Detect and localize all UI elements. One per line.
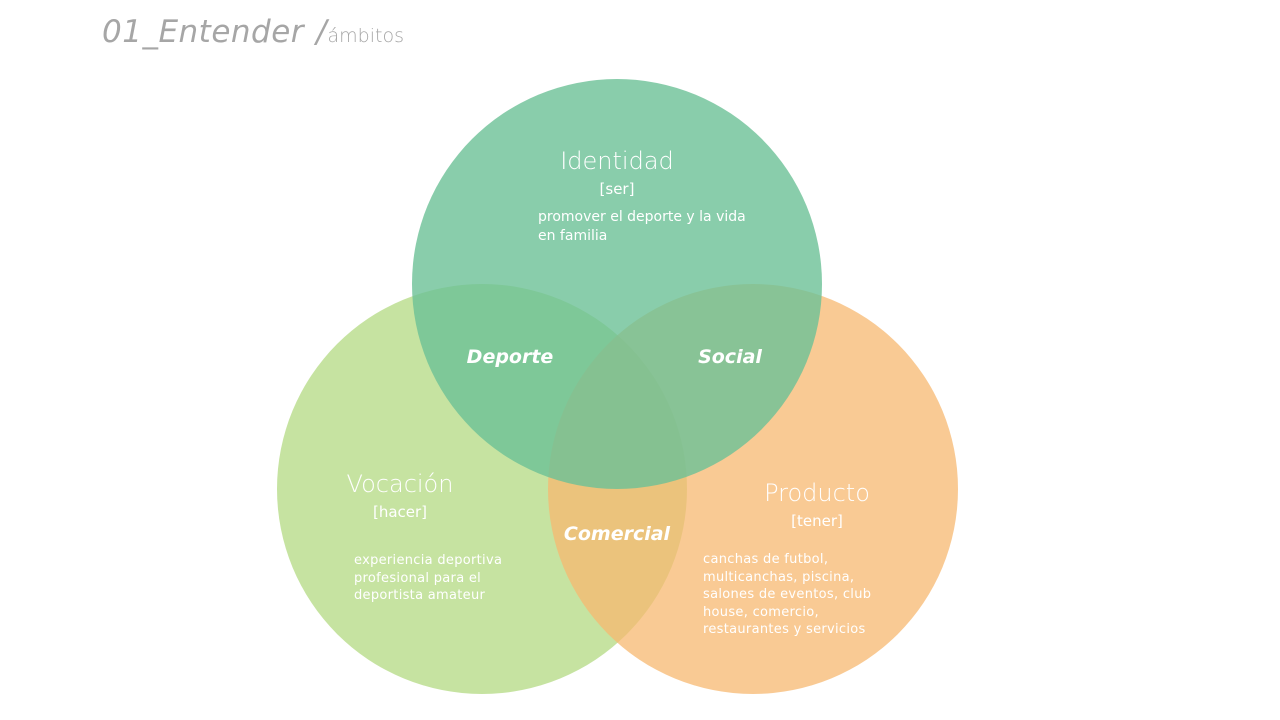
title-separator: / xyxy=(316,14,327,50)
circle-identidad xyxy=(412,79,822,489)
intersection-social: Social xyxy=(698,346,762,368)
producto-subtitle: [tener] xyxy=(791,512,843,530)
intersection-deporte: Deporte xyxy=(466,346,554,368)
vocacion-description: experiencia deportiva profesional para e… xyxy=(354,553,503,603)
page-title: 01_Entender /ámbitos xyxy=(102,14,404,50)
identidad-description: promover el deporte y la vida en familia xyxy=(538,209,746,244)
title-subtitle: ámbitos xyxy=(327,25,404,47)
vocacion-title: Vocación xyxy=(346,470,454,498)
identidad-title: Identidad xyxy=(560,147,674,175)
intersection-comercial: Comercial xyxy=(563,523,671,545)
producto-description: canchas de futbol, multicanchas, piscina… xyxy=(703,552,872,637)
identidad-subtitle: [ser] xyxy=(599,180,635,198)
producto-title: Producto xyxy=(764,479,870,507)
title-main: 01_Entender xyxy=(102,14,305,50)
vocacion-subtitle: [hacer] xyxy=(372,503,428,521)
